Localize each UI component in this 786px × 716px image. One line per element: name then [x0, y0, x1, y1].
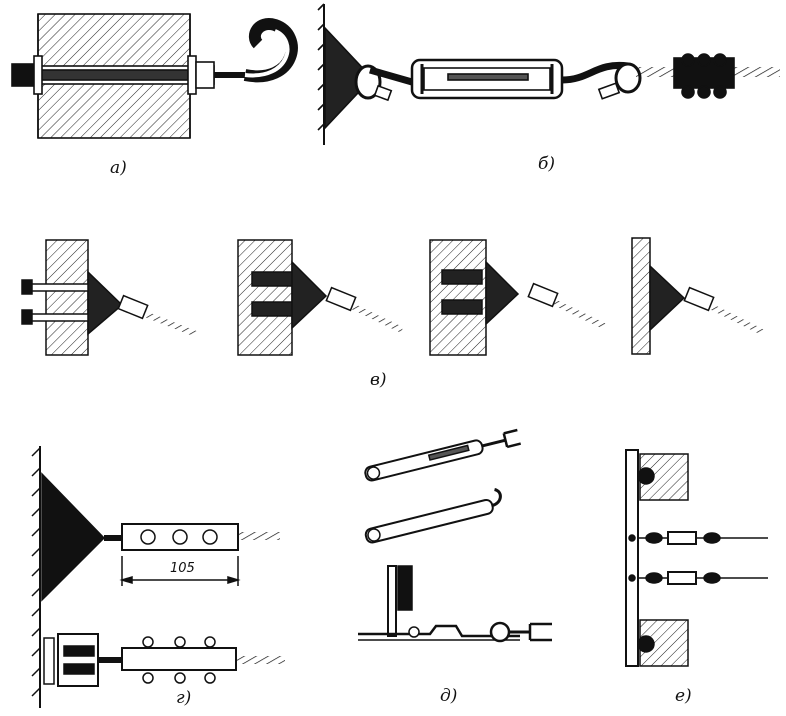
figure-e-double-line [625, 449, 768, 667]
variant-3 [429, 239, 606, 356]
anchor-plate-large [41, 472, 106, 602]
caption-d: д) [440, 686, 458, 706]
figure-b-turnbuckle [317, 3, 780, 145]
post [625, 449, 639, 667]
variant-4 [631, 237, 764, 355]
anchor-plate [324, 25, 374, 131]
nut-left [11, 63, 35, 87]
rod-lower [364, 488, 502, 544]
rod-upper [364, 428, 522, 482]
variant-2 [237, 239, 404, 356]
dimension-label: 105 [170, 561, 195, 576]
caption-g: г) [176, 688, 192, 708]
bracket-assembly [358, 565, 552, 643]
hook [243, 18, 298, 83]
caption-a: а) [110, 158, 127, 178]
figure-v-anchor-variants [21, 237, 764, 356]
variant-1 [21, 239, 198, 356]
figure-d-tension-rods [358, 428, 552, 643]
caption-e: е) [675, 686, 692, 706]
caption-v: в) [370, 370, 387, 390]
figure-g-clamp-dimension [31, 446, 285, 708]
caption-b: б) [538, 154, 556, 174]
figure-a-wall-hook [11, 13, 298, 139]
clamp-lower [121, 647, 237, 671]
clamp-upper [121, 523, 239, 551]
